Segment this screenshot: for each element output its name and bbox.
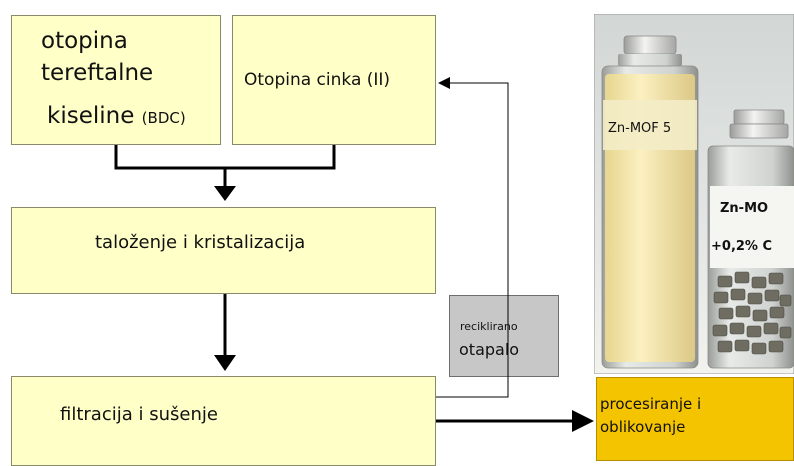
recycled-solvent-box (449, 295, 559, 377)
mof-pellets (712, 271, 792, 355)
recycle-loop-line (436, 82, 509, 398)
arrowhead-to-filtration (214, 355, 236, 371)
arrowhead-to-processing (572, 410, 594, 432)
right-vial-label-line2: +0,2% C (711, 239, 772, 254)
bdc-label-line3: kiseline (BDC) (47, 103, 186, 129)
arrowhead-to-zinc (438, 77, 450, 89)
merge-connector (114, 145, 336, 170)
arrowhead-to-precipitation (214, 186, 236, 201)
processing-label-line1: procesiranje i (600, 395, 702, 413)
left-vial-label: Zn-MOF 5 (608, 121, 671, 136)
zinc-label: Otopina cinka (II) (244, 70, 391, 90)
filtration-box (11, 376, 436, 466)
right-vial: Zn-MO +0,2% C (707, 109, 794, 369)
bdc-label-line1: otopina (41, 28, 128, 54)
bdc-label-line2: tereftalne (41, 60, 154, 86)
mof-vials-photo: Zn-MOF 5 Zn-MO +0,2% C (594, 14, 794, 374)
left-vial: Zn-MOF 5 (601, 35, 699, 369)
bdc-solution-box (11, 15, 221, 145)
recycled-label-line2: otapalo (459, 340, 520, 359)
processing-box (596, 377, 794, 461)
bdc-label-abbrev: (BDC) (141, 109, 186, 127)
bdc-label-kiseline: kiseline (47, 103, 135, 129)
precipitation-box (11, 207, 436, 294)
filtration-label: filtracija i sušenje (60, 404, 218, 425)
precipitation-label: taloženje i kristalizacija (95, 232, 306, 253)
processing-label-line2: oblikovanje (600, 418, 686, 436)
right-vial-label-line1: Zn-MO (720, 201, 768, 216)
recycled-label-line1: reciklirano (460, 320, 518, 333)
zinc-solution-box (232, 15, 436, 145)
